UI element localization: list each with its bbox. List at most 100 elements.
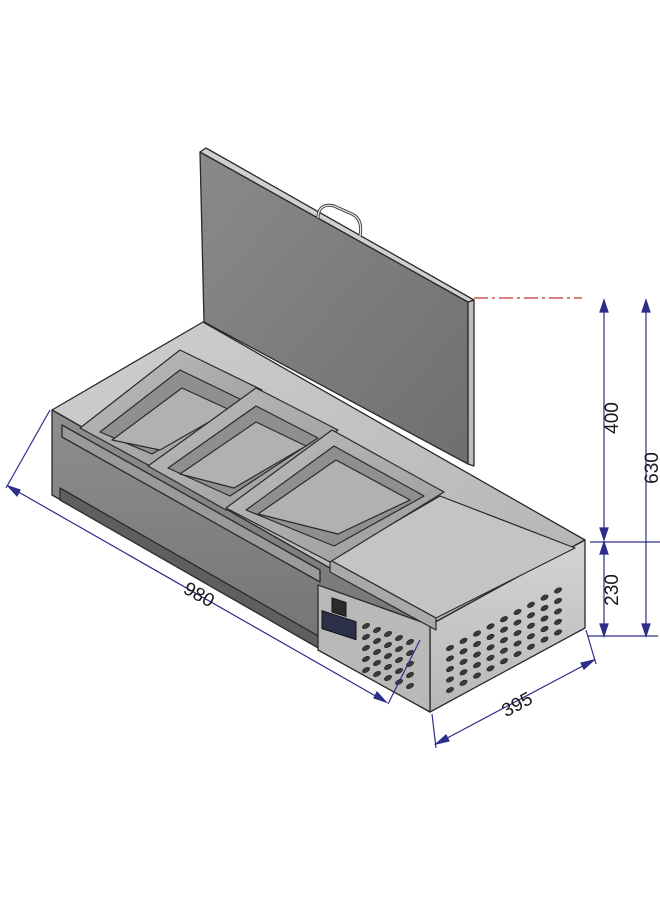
vent-hole — [373, 648, 381, 656]
vent-hole — [473, 651, 481, 658]
vent-hole — [362, 622, 370, 630]
vent-hole — [446, 676, 454, 683]
vent-hole — [527, 622, 535, 629]
front-lip — [61, 424, 321, 583]
base-height-label: 230 — [602, 574, 623, 606]
vent-hole — [500, 637, 508, 644]
vent-hole — [513, 619, 522, 626]
vent-hole — [540, 626, 549, 633]
vent-hole — [500, 658, 508, 665]
vent-hole — [473, 672, 481, 679]
vent-hole — [384, 630, 392, 638]
vent-hole — [384, 663, 392, 671]
vent-hole — [459, 669, 468, 676]
vent-hole — [362, 633, 370, 641]
vent-hole — [373, 637, 381, 645]
vent-hole — [446, 655, 454, 662]
vent-hole — [486, 623, 495, 630]
vent-hole — [540, 615, 549, 622]
vent-hole — [373, 659, 381, 667]
vent-hole — [459, 679, 468, 686]
length-arrow-right — [373, 690, 388, 704]
vent-hole — [446, 665, 454, 673]
base-height-arrow-top — [599, 540, 609, 555]
vent-hole — [395, 634, 403, 642]
lid-height-label: 400 — [602, 402, 623, 434]
vent-hole — [459, 637, 468, 644]
vent-hole — [395, 656, 403, 664]
depth-extension-right — [585, 629, 597, 665]
depth-extension-left — [431, 713, 437, 749]
length-arrow-left — [6, 484, 21, 498]
lid-height-arrow-bottom — [599, 527, 609, 542]
vent-hole — [446, 686, 454, 694]
lid-top-edge — [199, 147, 475, 303]
vent-hole — [527, 643, 535, 650]
vent-hole — [395, 667, 403, 675]
vent-hole — [486, 644, 495, 651]
lid-edge — [467, 299, 475, 467]
vent-hole — [362, 655, 370, 663]
vent-hole — [486, 633, 495, 640]
depth-arrow-left — [433, 734, 450, 746]
vent-hole — [513, 608, 522, 616]
vent-hole — [473, 630, 481, 637]
vent-hole — [554, 629, 562, 636]
vent-hole — [554, 618, 562, 625]
vent-hole — [459, 658, 468, 665]
total-height-label: 630 — [642, 452, 660, 484]
vent-hole — [540, 636, 549, 643]
depth-arrow-right — [580, 658, 597, 670]
side-vent-grille — [446, 587, 562, 694]
vent-hole — [500, 626, 508, 633]
vent-hole — [446, 644, 454, 652]
vent-hole — [554, 587, 562, 594]
vent-hole — [473, 641, 481, 648]
vent-hole — [362, 644, 370, 652]
vent-hole — [406, 682, 414, 690]
vent-hole — [513, 629, 522, 637]
total-height-arrow-top — [641, 298, 651, 313]
vent-hole — [384, 674, 392, 682]
pan-3 — [225, 429, 445, 563]
vent-hole — [384, 641, 392, 649]
controls — [321, 597, 357, 641]
vent-hole — [554, 597, 562, 604]
vent-hole — [395, 645, 403, 653]
vent-hole — [373, 670, 381, 678]
vent-hole — [406, 671, 414, 679]
thermostat-display-icon — [321, 609, 357, 641]
total-height-arrow-bottom — [641, 623, 651, 638]
length-extension-right — [387, 639, 421, 705]
pan-2 — [147, 387, 339, 511]
vent-hole — [500, 647, 508, 654]
vent-hole — [527, 633, 535, 640]
vent-hole — [527, 601, 535, 608]
vent-hole — [500, 616, 508, 623]
power-switch-icon — [331, 597, 347, 618]
vent-hole — [513, 640, 522, 647]
vent-hole — [554, 608, 562, 615]
vent-hole — [513, 650, 522, 658]
vent-hole — [540, 594, 549, 601]
length-dimension-line — [7, 485, 387, 703]
vent-hole — [384, 652, 392, 660]
vent-hole — [527, 612, 535, 619]
vent-hole — [406, 638, 414, 646]
vent-hole — [486, 665, 495, 672]
dimension-lines — [5, 298, 660, 749]
length-extension-left — [5, 409, 51, 489]
pan-1 — [79, 349, 263, 467]
vent-hole — [362, 666, 370, 674]
vent-hole — [540, 605, 549, 612]
base-height-arrow-bottom — [599, 623, 609, 638]
lid-height-arrow-top — [599, 298, 609, 313]
vent-hole — [373, 626, 381, 634]
front-vent-grille — [362, 622, 414, 690]
vent-hole — [486, 654, 495, 661]
depth-dimension-line — [435, 659, 595, 745]
lid — [199, 147, 475, 467]
vent-hole — [406, 649, 414, 657]
vent-hole — [459, 648, 468, 655]
